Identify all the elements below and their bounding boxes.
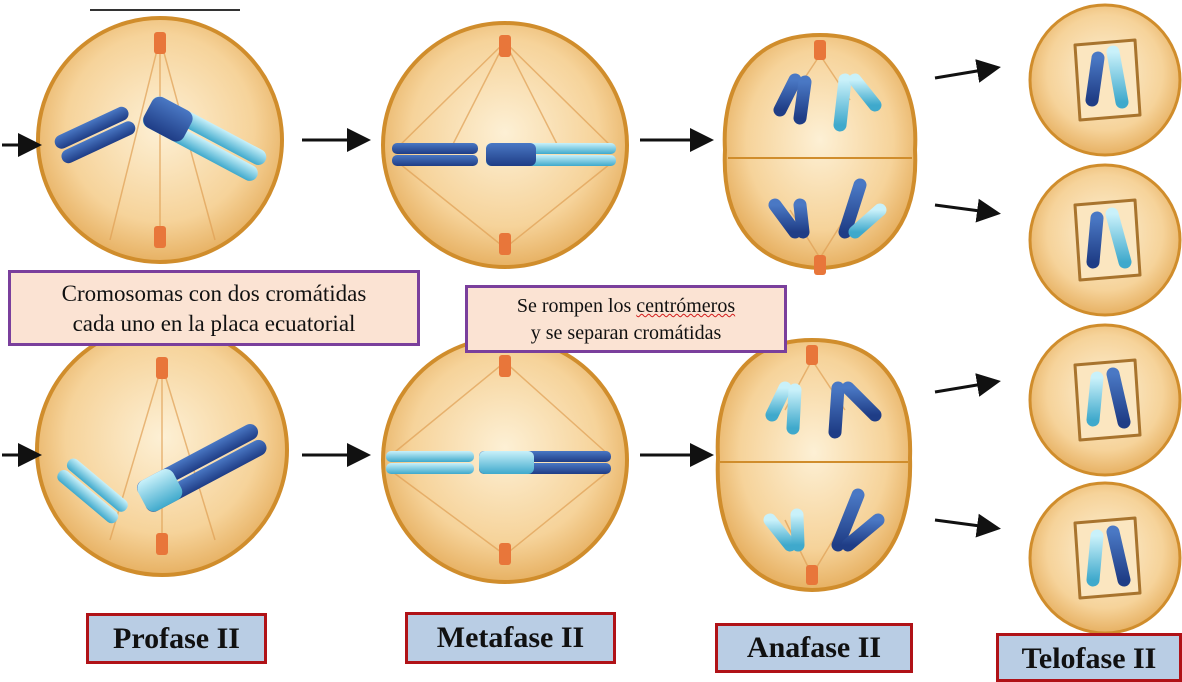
metafase-note-line1-a: Se rompen los bbox=[517, 295, 636, 317]
cell-metafase-bottom bbox=[383, 338, 627, 582]
metafase-note-line1: Se rompen los centrómeros bbox=[468, 293, 784, 320]
profase-note: Cromosomas con dos cromátidas cada uno e… bbox=[8, 270, 420, 346]
cell-telofase-2 bbox=[1030, 165, 1180, 315]
label-profase: Profase II bbox=[86, 613, 267, 664]
arrow-anafase-telofase-2 bbox=[935, 205, 995, 213]
cell-telofase-1 bbox=[1030, 5, 1180, 155]
arrow-anafase-telofase-3 bbox=[935, 382, 995, 392]
cell-anafase-top bbox=[725, 35, 916, 275]
cell-metafase-top bbox=[383, 23, 627, 267]
label-anafase: Anafase II bbox=[715, 623, 913, 673]
metafase-note: Se rompen los centrómeros y se separan c… bbox=[465, 285, 787, 353]
cell-anafase-bottom bbox=[718, 340, 910, 590]
label-telofase: Telofase II bbox=[996, 633, 1182, 682]
arrow-anafase-telofase-1 bbox=[935, 68, 995, 78]
arrow-anafase-telofase-4 bbox=[935, 520, 995, 528]
centromeros-word: centrómeros bbox=[636, 295, 735, 317]
cell-telofase-4 bbox=[1030, 483, 1180, 633]
metafase-note-line2: y se separan cromátidas bbox=[468, 320, 784, 347]
profase-note-line1: Cromosomas con dos cromátidas bbox=[11, 279, 417, 309]
cell-profase-bottom bbox=[37, 325, 287, 575]
label-metafase: Metafase II bbox=[405, 612, 616, 664]
cell-telofase-3 bbox=[1030, 325, 1180, 475]
profase-note-line2: cada uno en la placa ecuatorial bbox=[11, 309, 417, 339]
cell-profase-top bbox=[38, 18, 282, 262]
